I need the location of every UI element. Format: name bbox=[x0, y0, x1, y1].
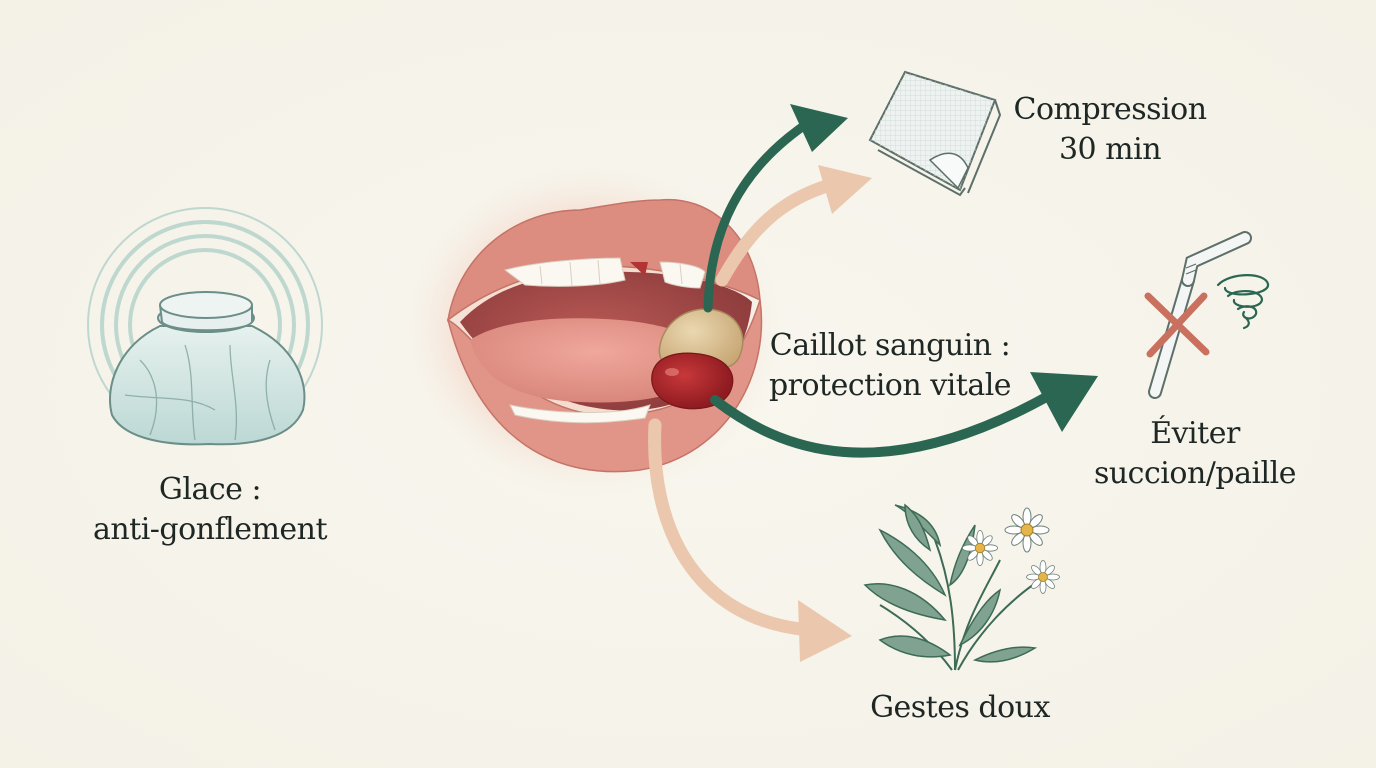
compression-label: Compression 30 min bbox=[1000, 90, 1220, 170]
gauze-pad-icon bbox=[868, 70, 1002, 197]
arrow-to-compression-peach bbox=[715, 165, 872, 287]
arrow-to-gentle-care bbox=[648, 418, 852, 662]
blood-clot-icon bbox=[651, 308, 744, 410]
herbs-chamomile-icon bbox=[863, 503, 1060, 671]
avoid-label: Éviter succion/paille bbox=[1075, 414, 1315, 494]
gentle-label-line1: Gestes doux bbox=[870, 690, 1050, 725]
avoid-label-line2: succion/paille bbox=[1093, 456, 1297, 491]
arrow-to-compression-green bbox=[703, 104, 848, 313]
ice-label: Glace : anti-gonflement bbox=[80, 470, 340, 550]
ice-label-line1: Glace : bbox=[158, 472, 262, 507]
arrow-to-avoid-straw bbox=[710, 372, 1098, 458]
clot-label-line2: protection vitale bbox=[768, 368, 1012, 403]
clot-label-line1: Caillot sanguin : bbox=[769, 328, 1011, 363]
suction-swirl-icon bbox=[1216, 274, 1270, 330]
forbidden-cross-icon bbox=[1144, 292, 1210, 358]
compression-label-line2: 30 min bbox=[1058, 132, 1162, 167]
gentle-label: Gestes doux bbox=[850, 688, 1070, 728]
avoid-label-line1: Éviter bbox=[1150, 416, 1240, 451]
compression-label-line1: Compression bbox=[1013, 92, 1207, 127]
ice-label-line2: anti-gonflement bbox=[92, 512, 328, 547]
open-mouth-illustration bbox=[397, 160, 787, 500]
ice-bag-icon bbox=[87, 207, 323, 446]
clot-label: Caillot sanguin : protection vitale bbox=[760, 326, 1020, 406]
